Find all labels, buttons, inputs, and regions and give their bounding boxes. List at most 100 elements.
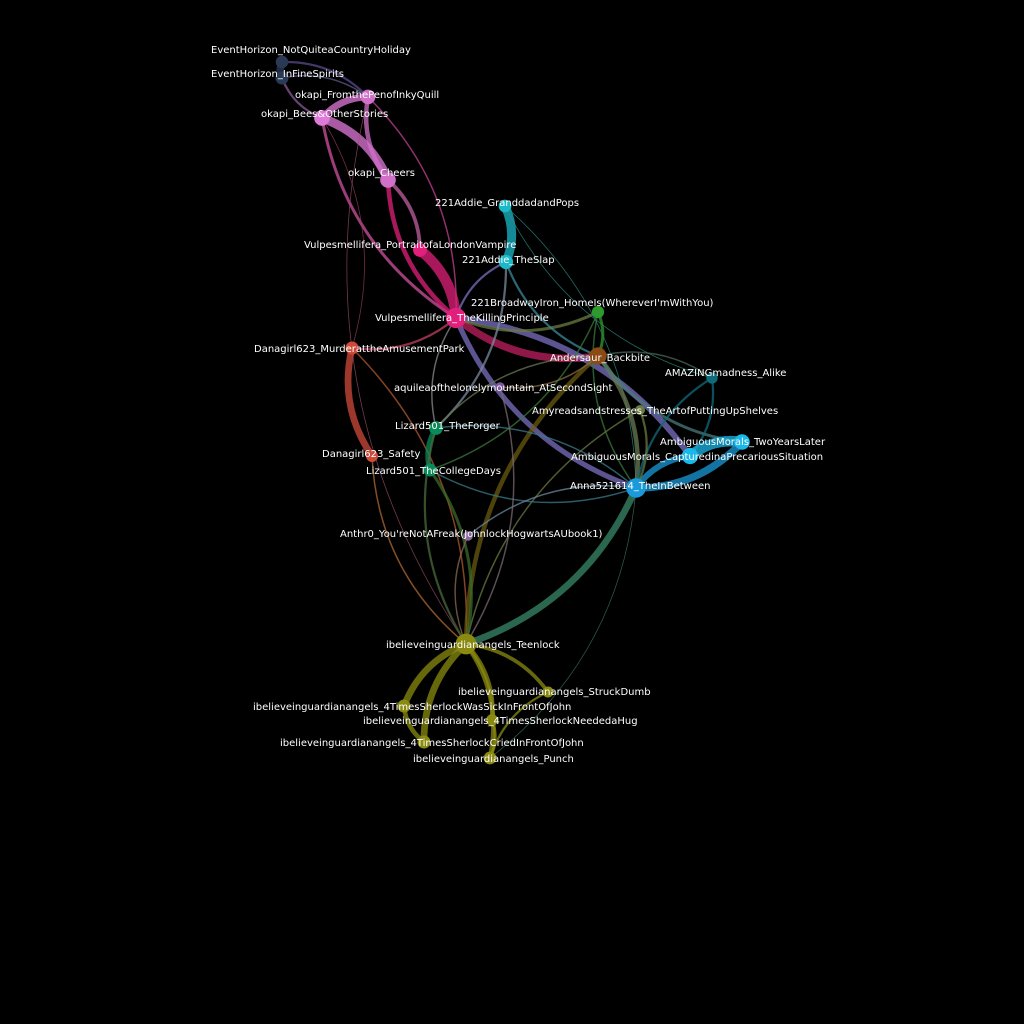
graph-edge: [435, 355, 599, 429]
graph-edge: [385, 177, 459, 321]
node-label-lizard_college: Lizard501_TheCollegeDays: [366, 466, 501, 477]
graph-edge: [463, 353, 601, 647]
node-lizard_forger: [429, 421, 443, 435]
node-aquilea: [495, 382, 505, 392]
graph-edge: [351, 347, 468, 645]
node-vulpes_killing: [445, 307, 467, 329]
graph-edge: [592, 311, 637, 489]
node-label-addie_pops: 221Addie_GranddadandPops: [435, 198, 579, 209]
graph-edge: [420, 640, 470, 746]
node-label-ibel_struck: ibelieveinguardianangels_StruckDumb: [458, 687, 651, 698]
graph-edge: [321, 117, 365, 349]
graph-edge: [429, 311, 599, 471]
node-dana_safety: [366, 450, 378, 462]
node-iron_home: [591, 305, 605, 319]
graph-edge: [632, 438, 746, 492]
graph-edge: [463, 641, 496, 761]
node-ibel_sick: [397, 699, 411, 713]
node-addie_pops: [498, 199, 512, 213]
node-label-andersaur: Andersaur_Backbite: [550, 353, 650, 364]
node-vulpes_vampire: [413, 243, 427, 257]
node-label-vulpes_killing: Vulpesmellifera_TheKillingPrinciple: [375, 313, 549, 324]
node-label-ambig_two: AmbiguousMorals_TwoYearsLater: [660, 437, 826, 448]
graph-edge: [597, 351, 713, 379]
node-label-aquilea: aquileaofthelonelymountain_AtSecondSight: [394, 383, 613, 394]
node-okapi_bees: [314, 110, 330, 126]
graph-edge: [346, 96, 467, 645]
node-anthr0: [463, 531, 473, 541]
graph-edge: [504, 205, 713, 379]
graph-edge: [454, 535, 469, 645]
node-label-addie_slap: 221Addie_TheSlap: [462, 255, 555, 266]
graph-edge: [350, 316, 458, 351]
graph-edge: [363, 94, 391, 183]
graph-edge: [429, 469, 637, 504]
node-label-okapi_bees: okapi_Bees&OtherStories: [261, 109, 388, 120]
node-amyreads: [634, 404, 646, 416]
node-amazing: [706, 372, 718, 384]
node-addie_slap: [498, 254, 514, 270]
label-layer: EventHorizon_NotQuiteaCountryHolidayEven…: [211, 45, 826, 765]
node-ibel_cried: [417, 735, 431, 749]
node-ibel_struck: [542, 686, 554, 698]
node-label-dana_safety: Danagirl623_Safety: [322, 449, 420, 460]
node-label-amyreads: Amyreadsandstresses_TheArtofPuttingUpShe…: [532, 406, 778, 417]
graph-edge: [320, 116, 458, 320]
node-ibel_teenlock: [455, 633, 477, 655]
node-label-ibel_hug: ibelieveinguardianangels_4TimesSherlockN…: [363, 716, 638, 727]
node-label-eh_spirits: EventHorizon_InFineSpirits: [211, 69, 344, 80]
graph-edge: [454, 310, 600, 333]
node-eh_spirits: [275, 71, 289, 85]
node-label-anna: Anna521614_TheInBetween: [570, 481, 710, 492]
node-label-okapi_cheers: okapi_Cheers: [348, 168, 415, 179]
node-label-ibel_punch: ibelieveinguardianangels_Punch: [413, 754, 574, 765]
node-label-ibel_cried: ibelieveinguardianangels_4TimesSherlockC…: [280, 738, 584, 749]
graph-edge: [281, 74, 369, 98]
node-label-anthr0: Anthr0_You'reNotAFreak(JohnlockHogwartsA…: [340, 529, 603, 540]
node-label-ambig_caught: AmbiguousMorals_CapturedinaPrecariousSit…: [571, 452, 823, 463]
node-eh_country: [275, 55, 289, 69]
graph-edge: [499, 355, 599, 389]
graph-edge: [371, 455, 467, 645]
graph-edge: [464, 642, 550, 694]
node-layer: [275, 55, 750, 765]
node-ibel_punch: [483, 751, 497, 765]
graph-edge: [431, 317, 457, 429]
node-label-dana_murder: Danagirl623_MurderattheAmusementPark: [254, 344, 465, 355]
node-label-vulpes_vampire: Vulpesmellifera_PortraitofaLondonVampire: [304, 240, 516, 251]
graph-edge: [435, 425, 637, 489]
node-anna: [626, 478, 646, 498]
graph-edge: [367, 96, 457, 319]
node-okapi_pen: [360, 89, 376, 105]
node-ibel_hug: [486, 714, 498, 726]
graph-edge: [386, 178, 422, 252]
graph-edge: [634, 376, 714, 490]
graph-edge: [488, 690, 550, 760]
graph-edge: [453, 315, 693, 459]
node-dana_murder: [345, 341, 359, 355]
node-label-amazing: AMAZINGmadness_Alike: [665, 368, 786, 379]
node-label-eh_country: EventHorizon_NotQuiteaCountryHoliday: [211, 45, 411, 56]
graph-edge: [465, 386, 515, 645]
node-label-lizard_forger: Lizard501_TheForger: [395, 421, 501, 432]
node-label-ibel_teenlock: ibelieveinguardianangels_Teenlock: [386, 640, 560, 651]
graph-edge: [423, 426, 468, 646]
graph-edge: [428, 468, 473, 646]
node-label-okapi_pen: okapi_FromthePenofInkyQuill: [295, 90, 439, 101]
node-lizard_college: [423, 463, 437, 477]
node-ambig_two: [734, 434, 750, 450]
graph-edge: [462, 484, 640, 648]
graph-edge: [489, 487, 637, 759]
graph-edge: [467, 485, 637, 537]
graph-edge: [465, 409, 641, 645]
graph-edge: [344, 344, 376, 460]
node-okapi_cheers: [380, 172, 396, 188]
node-label-ibel_sick: ibelieveinguardianangels_4TimesSherlockW…: [253, 702, 571, 713]
graph-edge: [453, 315, 639, 491]
node-andersaur: [589, 347, 607, 365]
graph-edge: [280, 60, 370, 99]
node-label-iron_home: 221BroadwayIron_HomeIs(WhereverI'mWithYo…: [471, 298, 714, 309]
graph-edge: [504, 260, 600, 358]
node-ambig_caught: [681, 447, 699, 465]
